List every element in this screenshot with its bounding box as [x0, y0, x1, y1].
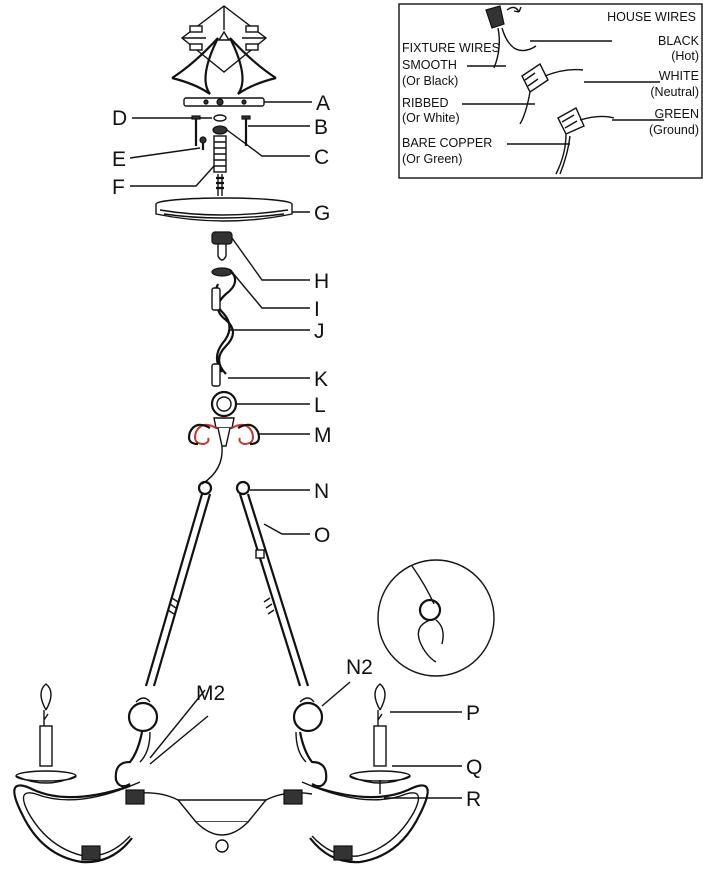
- part-label-b: B: [314, 116, 328, 139]
- lower-rings: [127, 681, 351, 733]
- part-label-r: R: [466, 788, 481, 811]
- part-label-q: Q: [466, 756, 482, 779]
- label-or-green: (Or Green): [402, 152, 462, 166]
- part-e-ground-screw: [129, 136, 207, 159]
- part-label-e: E: [112, 148, 126, 171]
- part-label-g: G: [314, 202, 330, 225]
- part-m-hook: [187, 417, 310, 485]
- part-f-threaded-nipple: [130, 135, 227, 196]
- ceiling-junction-box: [171, 5, 277, 95]
- wire-connector-white: [519, 62, 584, 125]
- candle-assemblies: [15, 683, 462, 799]
- part-label-n: N: [314, 480, 329, 503]
- label-black: BLACK: [658, 34, 700, 48]
- label-ground: (Ground): [649, 123, 699, 137]
- label-or-white: (Or White): [402, 111, 460, 125]
- part-b-screws: [191, 115, 310, 146]
- label-green: GREEN: [655, 107, 699, 121]
- part-c-nut: [212, 125, 310, 157]
- part-d-washer: [132, 114, 227, 122]
- wiring-instructions-box: HOUSE WIRES FIXTURE WIRES BLACK (Hot) SM…: [398, 3, 703, 179]
- part-h-collar-loop: [211, 231, 310, 281]
- label-or-black: (Or Black): [402, 74, 458, 88]
- label-house-wires: HOUSE WIRES: [607, 10, 696, 24]
- part-g-canopy: [155, 197, 310, 222]
- part-o-support-rods: [144, 493, 310, 687]
- label-fixture-wires: FIXTURE WIRES: [402, 41, 500, 55]
- label-neutral: (Neutral): [650, 85, 699, 99]
- m2-leader: [149, 715, 209, 765]
- chandelier-arms: [13, 689, 429, 864]
- part-label-f: F: [112, 176, 125, 199]
- label-white: WHITE: [659, 69, 699, 83]
- label-bare-copper: BARE COPPER: [402, 136, 492, 150]
- part-label-m: M: [314, 424, 332, 447]
- part-label-n2: N2: [346, 656, 373, 679]
- part-label-l: L: [314, 394, 326, 417]
- wiring-box-frame: [398, 3, 703, 179]
- part-label-p: P: [466, 702, 480, 725]
- part-label-d: D: [112, 107, 127, 130]
- part-label-c: C: [314, 146, 329, 169]
- detail-inset-circle: [377, 559, 495, 677]
- label-smooth: SMOOTH: [402, 58, 457, 72]
- label-ribbed: RIBBED: [402, 96, 449, 110]
- part-label-k: K: [314, 368, 328, 391]
- label-hot: (Hot): [671, 49, 699, 63]
- part-a-crossbar: [183, 97, 312, 107]
- part-i-ring: [211, 267, 310, 309]
- part-l-ring: [210, 390, 310, 418]
- wire-connector-green: [555, 107, 615, 175]
- part-label-m2: M2: [196, 682, 225, 705]
- part-label-o: O: [314, 524, 330, 547]
- part-j-chain: [211, 269, 310, 375]
- part-label-j: J: [314, 320, 325, 343]
- part-n-eyelets: [197, 480, 310, 496]
- part-label-h: H: [314, 270, 329, 293]
- part-label-a: A: [316, 92, 330, 115]
- part-k-wire: [211, 363, 310, 387]
- wire-connector-black: [485, 5, 537, 69]
- part-label-i: I: [314, 298, 320, 321]
